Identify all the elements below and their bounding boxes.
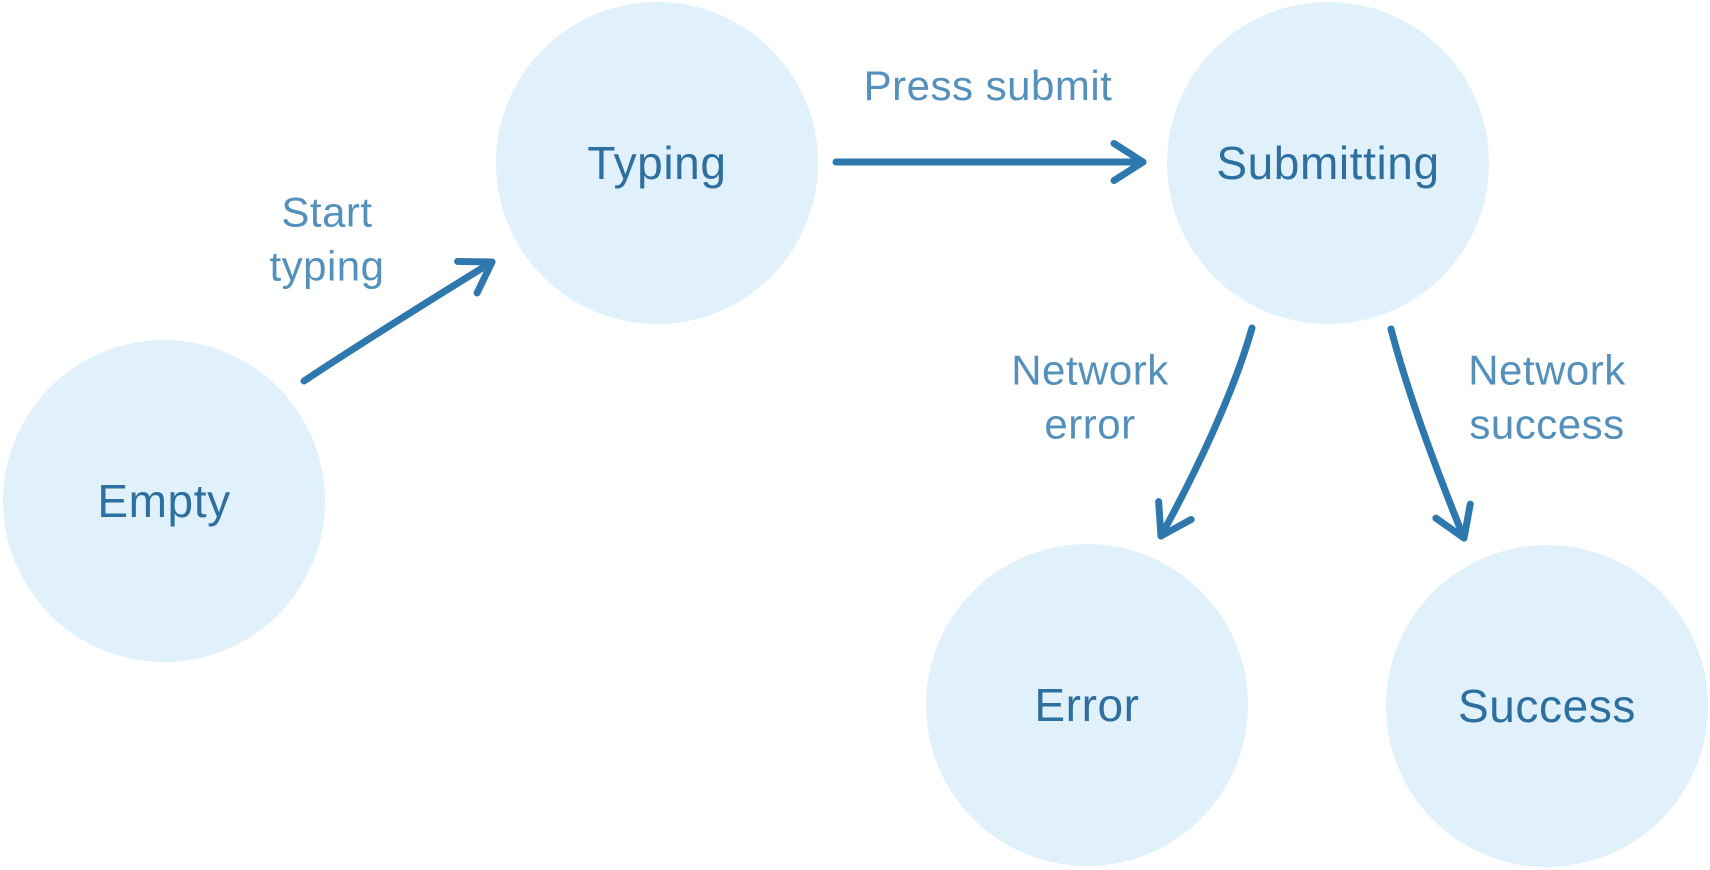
state-node-submitting[interactable]: Submitting [1167,2,1489,324]
state-label-error: Error [1034,679,1140,731]
state-node-typing[interactable]: Typing [496,2,818,324]
arrow-empty-to-typing[interactable] [300,257,496,385]
state-label-submitting: Submitting [1216,137,1440,189]
state-node-error[interactable]: Error [926,544,1248,866]
transition-label-press-submit[interactable]: Press submit [863,62,1113,110]
arrow-submitting-to-success[interactable] [1387,325,1474,542]
arrow-submitting-to-error[interactable] [1155,324,1256,540]
state-node-success[interactable]: Success [1386,545,1708,867]
transition-label-start-typing[interactable]: Start typing [269,188,385,289]
transition-label-network-error[interactable]: Network error [1011,346,1169,447]
state-label-success: Success [1457,680,1637,732]
state-label-empty: Empty [97,475,231,527]
state-node-empty[interactable]: Empty [3,340,325,662]
state-label-typing: Typing [587,137,727,189]
transition-label-network-success[interactable]: Network success [1468,346,1626,447]
